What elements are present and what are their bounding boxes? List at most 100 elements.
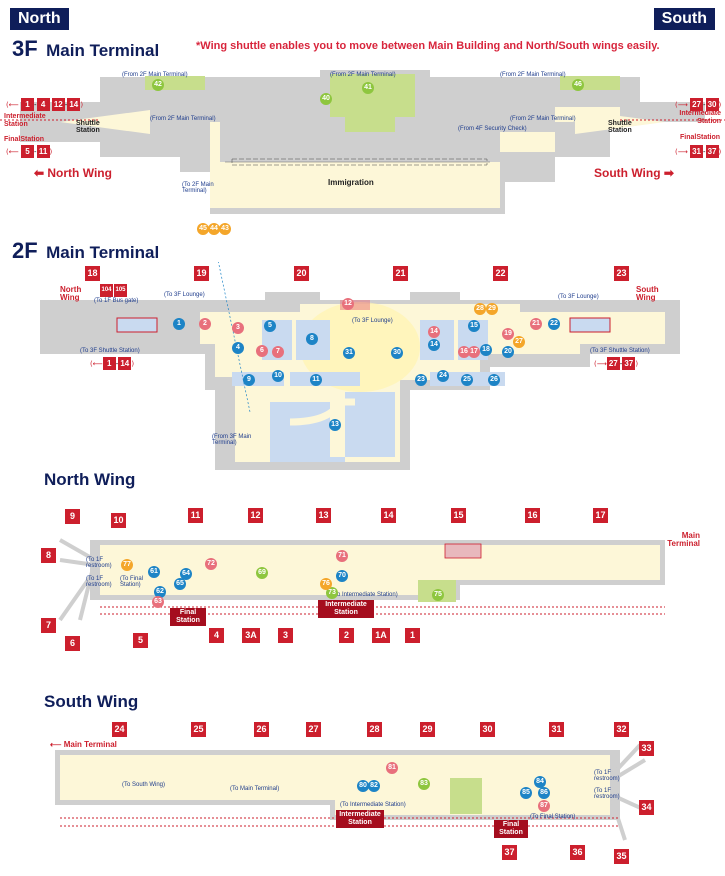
- gate-8[interactable]: 8: [41, 548, 56, 563]
- shop-63[interactable]: 63: [152, 596, 164, 608]
- gate-35[interactable]: 35: [614, 849, 629, 864]
- gate-27[interactable]: 27: [306, 722, 321, 737]
- gate-13[interactable]: 13: [316, 508, 331, 523]
- shop-80[interactable]: 80: [357, 780, 369, 792]
- shop-71[interactable]: 71: [336, 550, 348, 562]
- gate-11[interactable]: 11: [188, 508, 203, 523]
- shop-69[interactable]: 69: [256, 567, 268, 579]
- shop-5[interactable]: 5: [264, 320, 276, 332]
- gate-23[interactable]: 23: [614, 266, 629, 281]
- shop-21[interactable]: 21: [530, 318, 542, 330]
- shop-12[interactable]: 12: [342, 298, 354, 310]
- shop-40[interactable]: 40: [320, 93, 332, 105]
- gate-20[interactable]: 20: [294, 266, 309, 281]
- shop-26[interactable]: 26: [488, 374, 500, 386]
- shop-62[interactable]: 62: [154, 586, 166, 598]
- shop-75[interactable]: 75: [432, 589, 444, 601]
- shop-44[interactable]: 44: [208, 223, 220, 235]
- shop-41[interactable]: 41: [362, 82, 374, 94]
- shop-27[interactable]: 27: [513, 336, 525, 348]
- gate-32[interactable]: 32: [614, 722, 629, 737]
- gate-33[interactable]: 33: [639, 741, 654, 756]
- shop-76[interactable]: 76: [320, 578, 332, 590]
- shop-11[interactable]: 11: [310, 374, 322, 386]
- shop-14[interactable]: 14: [428, 326, 440, 338]
- gate-1a[interactable]: 1A: [372, 628, 390, 643]
- gate-6[interactable]: 6: [65, 636, 80, 651]
- gate-10[interactable]: 10: [111, 513, 126, 528]
- shop-28[interactable]: 28: [474, 303, 486, 315]
- gate-18[interactable]: 18: [85, 266, 100, 281]
- gate-36[interactable]: 36: [570, 845, 585, 860]
- shop-82[interactable]: 82: [368, 780, 380, 792]
- gate-34[interactable]: 34: [639, 800, 654, 815]
- gate-2[interactable]: 2: [339, 628, 354, 643]
- shop-31[interactable]: 31: [343, 347, 355, 359]
- shop-20[interactable]: 20: [502, 346, 514, 358]
- shop-6[interactable]: 6: [256, 345, 268, 357]
- shop-61[interactable]: 61: [148, 566, 160, 578]
- shop-23[interactable]: 23: [415, 374, 427, 386]
- shop-72[interactable]: 72: [205, 558, 217, 570]
- shop-18[interactable]: 18: [480, 344, 492, 356]
- gate-9[interactable]: 9: [65, 509, 80, 524]
- shop-24[interactable]: 24: [437, 370, 449, 382]
- gate-17[interactable]: 17: [593, 508, 608, 523]
- shop-84[interactable]: 84: [534, 776, 546, 788]
- shop-29[interactable]: 29: [486, 303, 498, 315]
- shop-87[interactable]: 87: [538, 800, 550, 812]
- gate-29[interactable]: 29: [420, 722, 435, 737]
- gate-24[interactable]: 24: [112, 722, 127, 737]
- gate-26[interactable]: 26: [254, 722, 269, 737]
- gate-22[interactable]: 22: [493, 266, 508, 281]
- shop-70[interactable]: 70: [336, 570, 348, 582]
- shop-46-green[interactable]: 46: [572, 79, 584, 91]
- gate-28[interactable]: 28: [367, 722, 382, 737]
- gate-21[interactable]: 21: [393, 266, 408, 281]
- gate-25[interactable]: 25: [191, 722, 206, 737]
- gate-3a[interactable]: 3A: [242, 628, 260, 643]
- gate-14[interactable]: 14: [381, 508, 396, 523]
- gate-7[interactable]: 7: [41, 618, 56, 633]
- shop-19[interactable]: 19: [502, 328, 514, 340]
- shop-81[interactable]: 81: [386, 762, 398, 774]
- shop-43[interactable]: 43: [219, 223, 231, 235]
- shop-14b[interactable]: 14: [428, 339, 440, 351]
- gate-19[interactable]: 19: [194, 266, 209, 281]
- shop-83[interactable]: 83: [418, 778, 430, 790]
- bus-gate-105[interactable]: 105: [114, 284, 127, 297]
- shop-73[interactable]: 73: [326, 587, 338, 599]
- shop-85[interactable]: 85: [520, 787, 532, 799]
- shop-10[interactable]: 10: [272, 370, 284, 382]
- shop-9[interactable]: 9: [243, 374, 255, 386]
- shop-7[interactable]: 7: [272, 346, 284, 358]
- shop-16[interactable]: 16: [458, 346, 470, 358]
- shop-2[interactable]: 2: [199, 318, 211, 330]
- shop-45[interactable]: 45: [197, 223, 209, 235]
- shop-4[interactable]: 4: [232, 342, 244, 354]
- gate-30[interactable]: 30: [480, 722, 495, 737]
- shop-13[interactable]: 13: [329, 419, 341, 431]
- shop-3[interactable]: 3: [232, 322, 244, 334]
- shop-77[interactable]: 77: [121, 559, 133, 571]
- shop-30[interactable]: 30: [391, 347, 403, 359]
- shop-86[interactable]: 86: [538, 787, 550, 799]
- gate-31[interactable]: 31: [549, 722, 564, 737]
- shop-17[interactable]: 17: [468, 346, 480, 358]
- shop-65[interactable]: 65: [174, 578, 186, 590]
- gate-1[interactable]: 1: [405, 628, 420, 643]
- gate-5[interactable]: 5: [133, 633, 148, 648]
- gate-4[interactable]: 4: [209, 628, 224, 643]
- shop-25[interactable]: 25: [461, 374, 473, 386]
- shop-22[interactable]: 22: [548, 318, 560, 330]
- gate-3[interactable]: 3: [278, 628, 293, 643]
- shop-1[interactable]: 1: [173, 318, 185, 330]
- gate-37[interactable]: 37: [502, 845, 517, 860]
- bus-gate-104[interactable]: 104: [100, 284, 113, 297]
- gate-15[interactable]: 15: [451, 508, 466, 523]
- shop-8[interactable]: 8: [306, 333, 318, 345]
- gate-16[interactable]: 16: [525, 508, 540, 523]
- gate-12[interactable]: 12: [248, 508, 263, 523]
- shop-64[interactable]: 64: [180, 568, 192, 580]
- shop-42-green[interactable]: 42: [152, 79, 164, 91]
